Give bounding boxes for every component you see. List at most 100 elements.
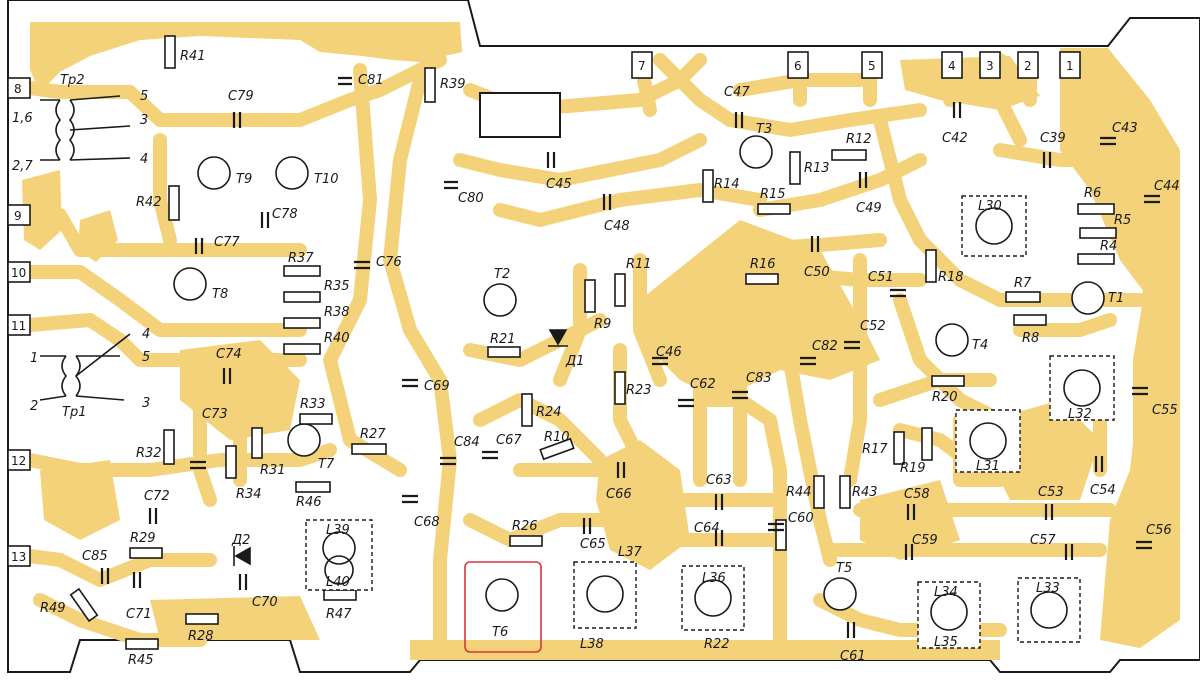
inductor-cans xyxy=(305,195,1115,649)
capacitor-label: C59 xyxy=(912,533,938,548)
resistor-label: R15 xyxy=(760,187,786,202)
tp2-pin-label: 3 xyxy=(140,113,148,128)
terminal-label-11: 11 xyxy=(11,319,26,333)
terminal-tabs xyxy=(7,51,1081,567)
capacitor-label: C72 xyxy=(144,489,170,504)
resistor-label: R11 xyxy=(626,257,652,272)
inductor-coils xyxy=(322,207,1101,631)
resistor-label: R24 xyxy=(536,405,562,420)
inductor-label: L39 xyxy=(326,523,350,538)
inductor-label: L31 xyxy=(976,459,1000,474)
resistor-label: R46 xyxy=(296,495,322,510)
transformer-labels: Тр2 1,6 2,7 5 3 4 Тр1 1 2 4 5 3 xyxy=(12,73,150,420)
capacitor-label: C83 xyxy=(746,371,772,386)
resistor-label: R38 xyxy=(324,305,350,320)
tp1-pin-label: 1 xyxy=(30,351,38,366)
capacitor-label: C85 xyxy=(82,549,108,564)
resistor-label: R12 xyxy=(846,132,872,147)
terminal-label-13: 13 xyxy=(11,550,26,564)
resistor-label: R14 xyxy=(714,177,740,192)
transistor-t5-body xyxy=(823,577,857,611)
resistor-label: R6 xyxy=(1084,186,1101,201)
tp1-pin-label: 5 xyxy=(142,350,150,365)
transistor-label: T6 xyxy=(492,625,508,640)
resistor-label: R34 xyxy=(236,487,262,502)
terminal-label-3: 3 xyxy=(986,59,994,73)
terminal-label-6: 6 xyxy=(794,59,802,73)
capacitor-label: C84 xyxy=(454,435,480,450)
transistor-t8-body xyxy=(173,267,207,301)
capacitor-label: C54 xyxy=(1090,483,1116,498)
capacitor-label: C81 xyxy=(358,73,384,88)
resistor-label: R44 xyxy=(786,485,812,500)
capacitor-labels: C39 C42 C43 C44 C45 C46 C47 C48 C49 C50 … xyxy=(82,73,1180,664)
diode-label: Д1 xyxy=(565,354,584,369)
transistor-t2-body xyxy=(483,283,517,317)
resistor-label: R5 xyxy=(1114,213,1131,228)
resistor-label: R20 xyxy=(932,390,958,405)
resistor-label: R32 xyxy=(136,446,162,461)
transistor-t7-body xyxy=(287,423,321,457)
transistor-t9-body xyxy=(197,156,231,190)
tp2-pin-label: 4 xyxy=(140,152,148,167)
resistor-label: R37 xyxy=(288,251,314,266)
capacitor-label: C52 xyxy=(860,319,886,334)
resistor-label: R8 xyxy=(1022,331,1039,346)
resistor-label: R9 xyxy=(594,317,611,332)
resistor-label: R27 xyxy=(360,427,386,442)
transformer-tp1-label: Тр1 xyxy=(62,405,86,420)
capacitor-label: C55 xyxy=(1152,403,1178,418)
inductor-label: L37 xyxy=(618,545,643,560)
transistor-t10-body xyxy=(275,156,309,190)
capacitor-label: C74 xyxy=(216,347,242,362)
tp2-pin-label: 2,7 xyxy=(12,159,33,174)
inductor-label: L36 xyxy=(702,571,726,586)
resistor-label: R16 xyxy=(750,257,776,272)
transistor-t3-body xyxy=(739,135,773,169)
inductor-label: L32 xyxy=(1068,407,1092,422)
transistor-label: T5 xyxy=(836,561,852,576)
capacitor-label: C39 xyxy=(1040,131,1066,146)
resistor-label: R42 xyxy=(136,195,162,210)
capacitor-plates xyxy=(100,76,1160,638)
transistor-t6-body xyxy=(485,578,519,612)
capacitor-label: C68 xyxy=(414,515,440,530)
capacitor-label: C66 xyxy=(606,487,632,502)
tp2-pin-label: 1,6 xyxy=(12,111,33,126)
resistor-label: R45 xyxy=(128,653,154,668)
capacitor-label: C56 xyxy=(1146,523,1172,538)
inductor-labels: L30 L31 L32 L33 L34 L35 L36 L37 L38 L39 … xyxy=(326,199,1092,652)
transistor-label: T2 xyxy=(494,267,510,282)
tp1-pin-label: 3 xyxy=(142,396,150,411)
capacitor-label: C69 xyxy=(424,379,450,394)
capacitor-label: C58 xyxy=(904,487,930,502)
capacitor-label: C65 xyxy=(580,537,606,552)
resistor-label: R39 xyxy=(440,77,466,92)
transistor-label: T8 xyxy=(212,287,228,302)
capacitor-label: C64 xyxy=(694,521,720,536)
capacitor-label: C48 xyxy=(604,219,630,234)
terminal-label-8: 8 xyxy=(14,82,22,96)
terminal-label-1: 1 xyxy=(1066,59,1074,73)
transformer-coils xyxy=(39,95,131,401)
transistor-label: T7 xyxy=(318,457,335,472)
capacitor-label: C51 xyxy=(868,270,894,285)
capacitor-label: C70 xyxy=(252,595,278,610)
capacitor-label: C57 xyxy=(1030,533,1056,548)
capacitor-label: C49 xyxy=(856,201,882,216)
diode-label: Д2 xyxy=(231,533,250,548)
terminal-label-7: 7 xyxy=(638,59,646,73)
resistor-label: R4 xyxy=(1100,239,1117,254)
capacitor-label: C50 xyxy=(804,265,830,280)
tp2-pin-label: 5 xyxy=(140,89,148,104)
capacitor-label: C79 xyxy=(228,89,254,104)
resistor-labels: R4 R5 R6 R7 R8 R9 R10 R11 R12 R13 R14 R1… xyxy=(40,49,1131,668)
transistor-label: T1 xyxy=(1108,291,1124,306)
resistor-label: R41 xyxy=(180,49,206,64)
resistor-label: R33 xyxy=(300,397,326,412)
capacitor-label: C44 xyxy=(1154,179,1180,194)
transistor-t4-body xyxy=(935,323,969,357)
tp1-pin-label: 4 xyxy=(142,327,150,342)
board-cutout xyxy=(479,92,561,138)
